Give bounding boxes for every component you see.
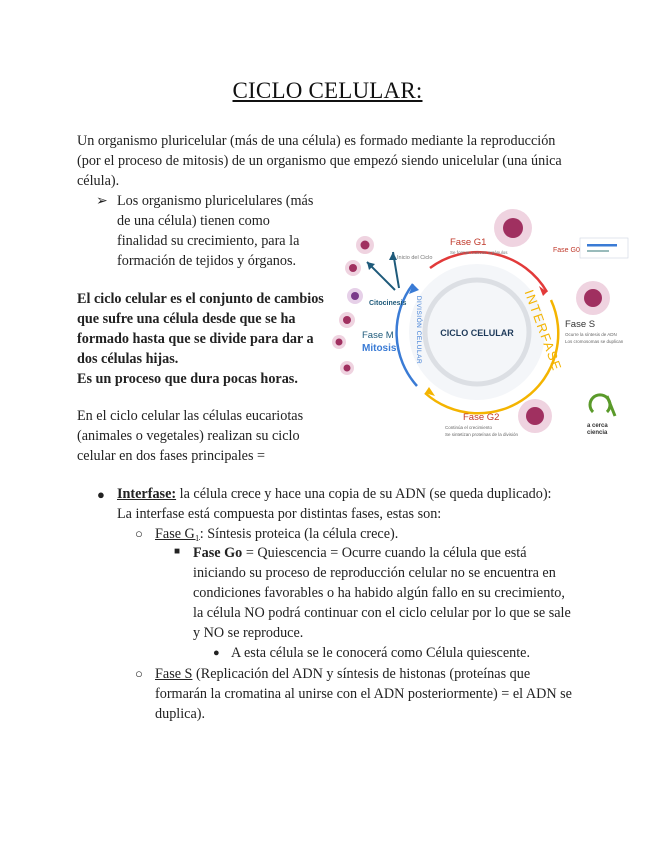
- go-line: condiciones favorables o ha habido algún…: [193, 585, 565, 601]
- arrow-bullet-icon: ➢: [96, 193, 108, 209]
- definition-line: formado hasta que se divide para dar a: [77, 331, 314, 347]
- cell-cycle-diagram: CICLO CELULAR INTERFASE DIVISIÓN CELULAR…: [332, 209, 629, 437]
- intro-line: Un organismo pluricelular (más de una cé…: [77, 133, 556, 149]
- arrowhead-icon: [389, 252, 397, 260]
- arrowhead-icon: [425, 387, 435, 396]
- go-item: Fase Go = Quiescencia = Ocurre cuando la…: [193, 543, 613, 643]
- bullet-circle-icon: ○: [135, 666, 143, 681]
- interfase-line-2: La interfase está compuesta por distinta…: [117, 506, 442, 522]
- diagram-background: [409, 264, 545, 400]
- s-text: (Replicación del ADN y síntesis de histo…: [192, 666, 531, 682]
- eukaryote-line: (animales o vegetales) realizan su ciclo: [77, 428, 300, 444]
- g1-label: Fase G₁: [155, 526, 200, 542]
- g0-image-bar: [587, 250, 609, 252]
- intro-line: célula).: [77, 173, 120, 189]
- inicio-label: Inicio del Ciclo: [397, 255, 432, 261]
- cell-nucleus-icon: [335, 338, 343, 346]
- definition-paragraph: El ciclo celular es el conjunto de cambi…: [77, 289, 327, 389]
- bullet-square-icon: ■: [174, 546, 181, 557]
- s-item: Fase S (Replicación del ADN y síntesis d…: [155, 664, 615, 724]
- arrow-bullet-text: Los organismo pluricelulares (más de una…: [117, 191, 327, 271]
- fase-g2-label: Fase G2: [463, 412, 499, 423]
- fase-g2-sub: Se sintetizan proteínas de la división: [445, 432, 519, 437]
- bullet-circle-icon: ○: [135, 526, 143, 541]
- mitosis-label: Mitosis: [362, 343, 397, 354]
- s-line: duplica).: [155, 706, 206, 722]
- intro-paragraph: Un organismo pluricelular (más de una cé…: [77, 131, 597, 191]
- arrowhead-icon: [367, 262, 375, 270]
- cell-nucleus-icon: [503, 218, 523, 238]
- cell-nucleus-icon: [349, 264, 357, 272]
- division-label: DIVISIÓN CELULAR: [415, 296, 424, 364]
- fase-g1-label: Fase G1: [450, 237, 486, 248]
- logo-stroke-icon: [605, 395, 617, 417]
- g1-item: Fase G₁: Síntesis proteica (la célula cr…: [155, 524, 615, 544]
- fase-m-label: Fase M: [362, 330, 394, 341]
- interfase-label: Interfase:: [117, 486, 177, 502]
- go-line: la célula NO podrá continuar con el cicl…: [193, 605, 571, 621]
- arrowhead-icon: [539, 286, 547, 296]
- s-arc: [424, 299, 560, 415]
- g1-text: : Síntesis proteica (la célula crece).: [199, 526, 399, 542]
- g1-arc: [429, 250, 549, 293]
- s-line: Fase S (Replicación del ADN y síntesis d…: [155, 664, 615, 684]
- cell-nucleus-icon: [343, 364, 351, 372]
- fase-g1-sub: Se forman nuevos orgánulos: [450, 250, 508, 255]
- definition-line: El ciclo celular es el conjunto de cambi…: [77, 291, 324, 307]
- arrow-bullet-line: formación de tejidos y órganos.: [117, 253, 297, 269]
- cell-nucleus-icon: [584, 289, 602, 307]
- logo-text: ciencia: [587, 430, 608, 436]
- cell-nucleus-icon: [526, 407, 544, 425]
- fase-s-sub: Ocurre la síntesis de ADN: [565, 332, 617, 337]
- page-title: CICLO CELULAR:: [232, 78, 423, 103]
- arrow-bullet-line: finalidad su crecimiento, para la: [117, 233, 300, 249]
- go-text: = Quiescencia = Ocurre cuando la célula …: [242, 545, 527, 561]
- arrow-bullet-line: Los organismo pluricelulares (más: [117, 193, 314, 209]
- s-label: Fase S: [155, 666, 193, 682]
- acercaciencia-logo: a cerca ciencia: [587, 393, 617, 436]
- quiescent-item: A esta célula se le conocerá como Célula…: [231, 645, 530, 661]
- eukaryote-line: En el ciclo celular las células eucariot…: [77, 408, 304, 424]
- fase-g2-sub: Continúa el crecimiento: [445, 425, 493, 430]
- arrow-bullet-line: de una célula) tienen como: [117, 213, 270, 229]
- intro-line: (por el proceso de mitosis) de un organi…: [77, 153, 562, 169]
- m-arc: [395, 283, 418, 387]
- interfase-item: Interfase: la célula crece y hace una co…: [117, 484, 617, 524]
- go-label: Fase Go: [193, 545, 243, 561]
- definition-line: Es un proceso que dura pocas horas.: [77, 371, 298, 387]
- interfase-line: Interfase: la célula crece y hace una co…: [117, 484, 617, 504]
- fase-g0-label: Fase G0: [553, 247, 580, 254]
- s-line: formarán la cromatina al unirse con el A…: [155, 686, 572, 702]
- g0-image-box: [579, 237, 629, 259]
- interfase-text: la célula crece y hace una copia de su A…: [176, 486, 552, 502]
- bullet-dot-icon: ●: [97, 487, 105, 502]
- arrowhead-icon: [409, 284, 419, 294]
- citocinesis-label: Citocinesis: [369, 300, 406, 307]
- go-line: y NO se reproduce.: [193, 625, 304, 641]
- fase-s-label: Fase S: [565, 319, 595, 330]
- cell-nucleus-icon: [343, 316, 351, 324]
- inner-ring: [422, 277, 532, 387]
- logo-text: a cerca: [587, 423, 608, 429]
- definition-line: dos células hijas.: [77, 351, 179, 367]
- eukaryote-paragraph: En el ciclo celular las células eucariot…: [77, 406, 327, 466]
- go-line: Fase Go = Quiescencia = Ocurre cuando la…: [193, 543, 613, 563]
- eukaryote-line: celular en dos fases principales =: [77, 448, 266, 464]
- go-line: iniciando su proceso de reproducción cel…: [193, 565, 556, 581]
- center-label: CICLO CELULAR: [440, 328, 514, 338]
- cell-nucleus-icon: [351, 292, 359, 300]
- definition-line: que sufre una célula desde que se ha: [77, 311, 296, 327]
- fase-s-sub: Los cromosomas se duplican: [565, 339, 624, 344]
- bullet-dot-icon: ●: [213, 647, 220, 659]
- g0-image-bar: [587, 244, 617, 247]
- cell-nucleus-icon: [360, 240, 370, 250]
